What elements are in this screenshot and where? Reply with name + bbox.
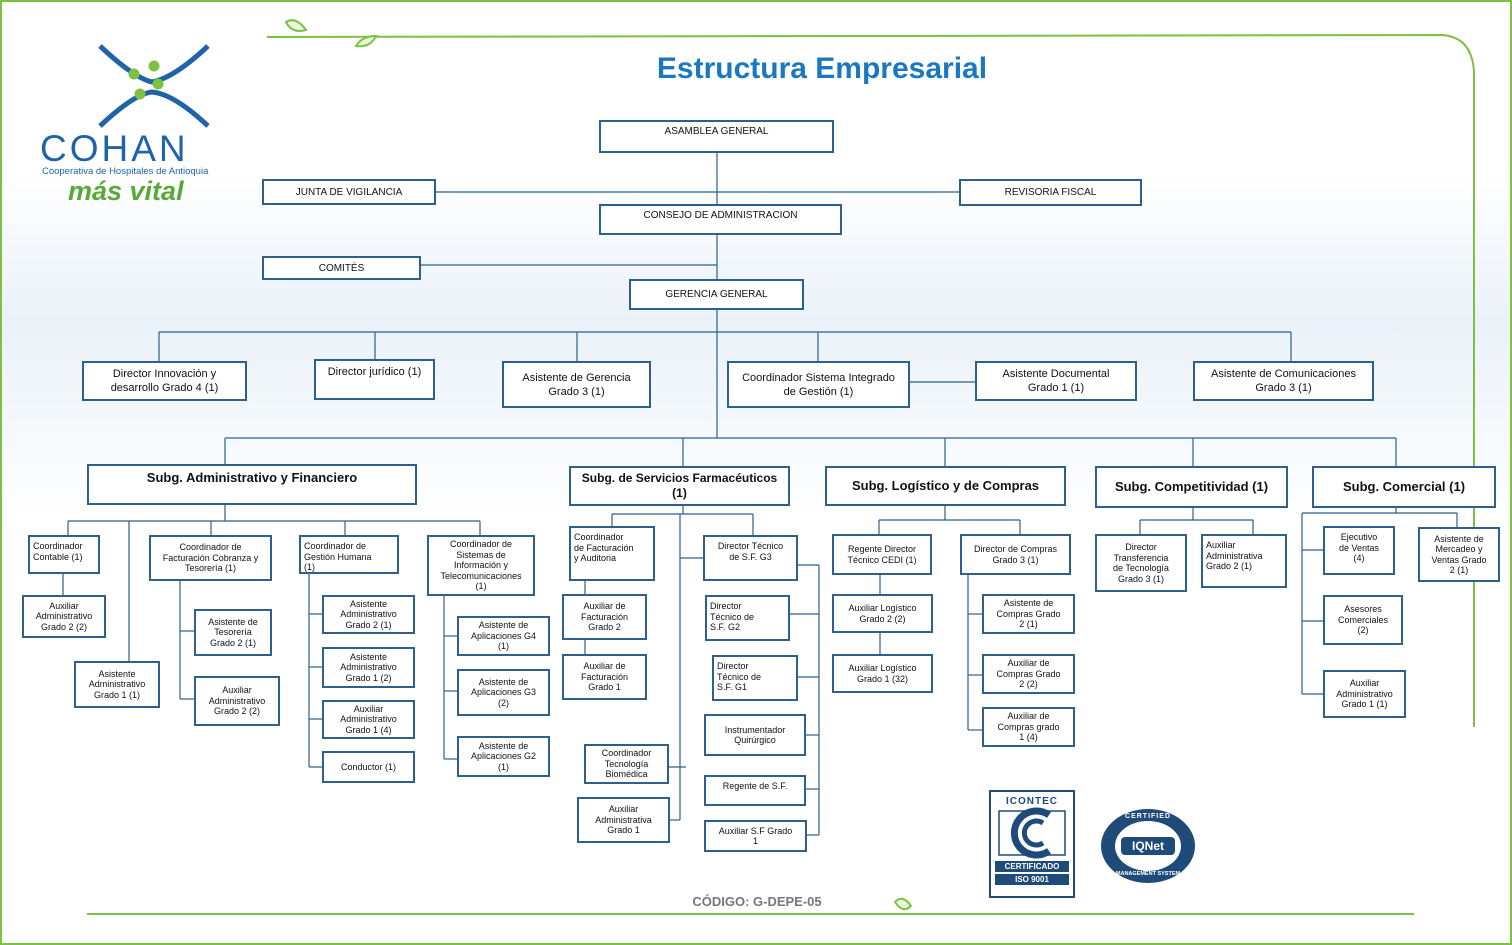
page-title: Estructura Empresarial [656, 52, 988, 85]
org-box-auxiliar-sf-g1: Auxiliar S.F Grado 1 [704, 820, 807, 852]
org-box-auxiliar-administrativo-g2: Auxiliar Administrativo Grado 2 (2) [22, 595, 106, 638]
iqnet-certification-logo: CERTIFIED IQNet MANAGEMENT SYSTEM [1099, 807, 1197, 885]
org-box-auxiliar-logistico-g1: Auxiliar Logístico Grado 1 (32) [832, 654, 933, 693]
org-box-coordinador-gestion-humana: Coordinador de Gestión Humana (1) [299, 535, 399, 574]
org-box-aplicaciones-g4: Asistente de Aplicaciones G4 (1) [457, 616, 550, 656]
org-box-director-compras: Director de Compras Grado 3 (1) [960, 534, 1071, 575]
org-box-director-transferencia: Director Transferencia de Tecnología Gra… [1095, 534, 1187, 592]
org-box-asistente-tesoreria: Asistente de Tesorería Grado 2 (1) [194, 609, 272, 656]
iqnet-seal-icon [1101, 809, 1195, 883]
org-box-asistente-administrativo-g1: Asistente Administrativo Grado 1 (1) [74, 661, 160, 708]
frame-decoration [87, 19, 1475, 915]
org-box-auxiliar-facturacion-g2: Auxiliar de Facturación Grado 2 [562, 594, 647, 640]
org-box-auxiliar-facturacion-g1: Auxiliar de Facturación Grado 1 [562, 654, 647, 700]
org-box-coordinador-facturacion-auditoria: Coordinador de Facturación y Auditoria [569, 526, 655, 581]
org-box-auxiliar-administrativo-g1: Auxiliar Administrativo Grado 1 (1) [1323, 670, 1406, 718]
org-box-regente-cedi: Regente Director Técnico CEDI (1) [832, 534, 932, 575]
org-box-auxiliar-administrativa-g2: Auxiliar Administrativa Grado 2 (1) [1201, 534, 1287, 588]
org-box-junta-vigilancia: JUNTA DE VIGILANCIA [262, 179, 436, 205]
org-box-auxiliar-compras-g2: Auxiliar de Compras Grado 2 (2) [982, 654, 1075, 694]
icontec-name: ICONTEC [1006, 796, 1058, 807]
icontec-certification-logo: ICONTEC CERTIFICADO ISO 9001 [989, 790, 1075, 898]
org-box-asamblea: ASAMBLEA GENERAL [599, 120, 834, 153]
org-box-auxiliar-administrativa-g1: Auxiliar Administrativa Grado 1 [577, 797, 670, 843]
org-box-director-tecnico-g1: Director Técnico de S.F. G1 [712, 655, 798, 701]
document-code: CÓDIGO: G-DEPE-05 [692, 894, 822, 909]
org-box-gh-conductor: Conductor (1) [322, 751, 415, 783]
logo-subtitle: Cooperativa de Hospitales de Antioquia [42, 166, 209, 177]
org-box-asesores-comerciales: Asesores Comerciales (2) [1323, 595, 1403, 645]
org-box-auxiliar-compras-g1: Auxiliar de Compras grado 1 (4) [982, 707, 1075, 747]
org-box-director-tecnico-g3: Director Técnico de S.F. G3 [703, 535, 798, 581]
org-box-auxiliar-administrativo-g2b: Auxiliar Administrativo Grado 2 (2) [194, 676, 280, 726]
icontec-label: CERTIFICADO [995, 861, 1069, 872]
org-box-subg-competitividad: Subg. Competitividad (1) [1095, 466, 1288, 508]
org-box-asistente-comunicaciones: Asistente de Comunicaciones Grado 3 (1) [1193, 361, 1374, 401]
org-box-gerencia-general: GERENCIA GENERAL [629, 279, 804, 310]
org-box-asistente-compras: Asistente de Compras Grado 2 (1) [982, 594, 1075, 634]
icontec-symbol-icon [998, 807, 1066, 859]
org-box-gh-asistente-g1: Asistente Administrativo Grado 1 (2) [322, 647, 415, 688]
org-box-asistente-documental: Asistente Documental Grado 1 (1) [975, 361, 1137, 401]
org-box-gh-auxiliar-g1: Auxiliar Administrativo Grado 1 (4) [322, 700, 415, 739]
logo-symbol-icon [98, 44, 210, 128]
org-box-asistente-gerencia: Asistente de Gerencia Grado 3 (1) [502, 361, 651, 408]
logo-name: COHAN [40, 128, 189, 169]
org-box-director-juridico: Director jurídico (1) [314, 359, 435, 400]
org-box-coordinador-contable: Coordinador Contable (1) [28, 535, 100, 574]
org-box-ejecutivo-ventas: Ejecutivo de Ventas (4) [1323, 526, 1395, 575]
org-box-director-innovacion: Director Innovación y desarrollo Grado 4… [82, 361, 247, 401]
org-box-coordinador-sistemas: Coordinador de Sistemas de Información y… [427, 535, 535, 596]
org-box-coordinador-sig: Coordinador Sistema Integrado de Gestión… [727, 361, 910, 408]
icontec-standard: ISO 9001 [995, 874, 1069, 885]
logo-tagline: más vital [68, 176, 184, 206]
org-box-instrumentador: Instrumentador Quirúrgico [704, 714, 806, 756]
iqnet-ring-bottom: MANAGEMENT SYSTEM [1115, 871, 1181, 877]
iqnet-name: IQNet [1131, 839, 1164, 853]
org-box-subg-comercial: Subg. Comercial (1) [1312, 466, 1496, 508]
org-box-revisoria-fiscal: REVISORIA FISCAL [959, 179, 1142, 206]
org-box-subg-farmaceuticos: Subg. de Servicios Farmacéuticos (1) [569, 466, 790, 506]
org-box-coordinador-biomedica: Coordinador Tecnología Biomédica [584, 744, 669, 784]
org-box-coordinador-facturacion: Coordinador de Facturación Cobranza y Te… [149, 535, 272, 581]
org-box-gh-asistente-g2: Asistente Administrativo Grado 2 (1) [322, 595, 415, 634]
org-box-aplicaciones-g2: Asistente de Aplicaciones G2 (1) [457, 736, 550, 777]
org-box-director-tecnico-g2: Director Técnico de S.F. G2 [705, 595, 790, 641]
org-box-aplicaciones-g3: Asistente de Aplicaciones G3 (2) [457, 669, 550, 716]
org-box-comites: COMITÉS [262, 256, 421, 280]
org-box-auxiliar-logistico-g2: Auxiliar Logístico Grado 2 (2) [832, 594, 933, 633]
org-box-asistente-mercadeo: Asistente de Mercadeo y Ventas Grado 2 (… [1418, 527, 1500, 582]
org-box-subg-logistico: Subg. Logístico y de Compras [825, 466, 1066, 506]
iqnet-ring-top: CERTIFIED [1125, 813, 1171, 820]
org-box-consejo: CONSEJO DE ADMINISTRACION [599, 204, 842, 235]
org-box-subg-administrativo: Subg. Administrativo y Financiero [87, 464, 417, 505]
org-box-regente-sf: Regente de S.F. [704, 775, 806, 806]
